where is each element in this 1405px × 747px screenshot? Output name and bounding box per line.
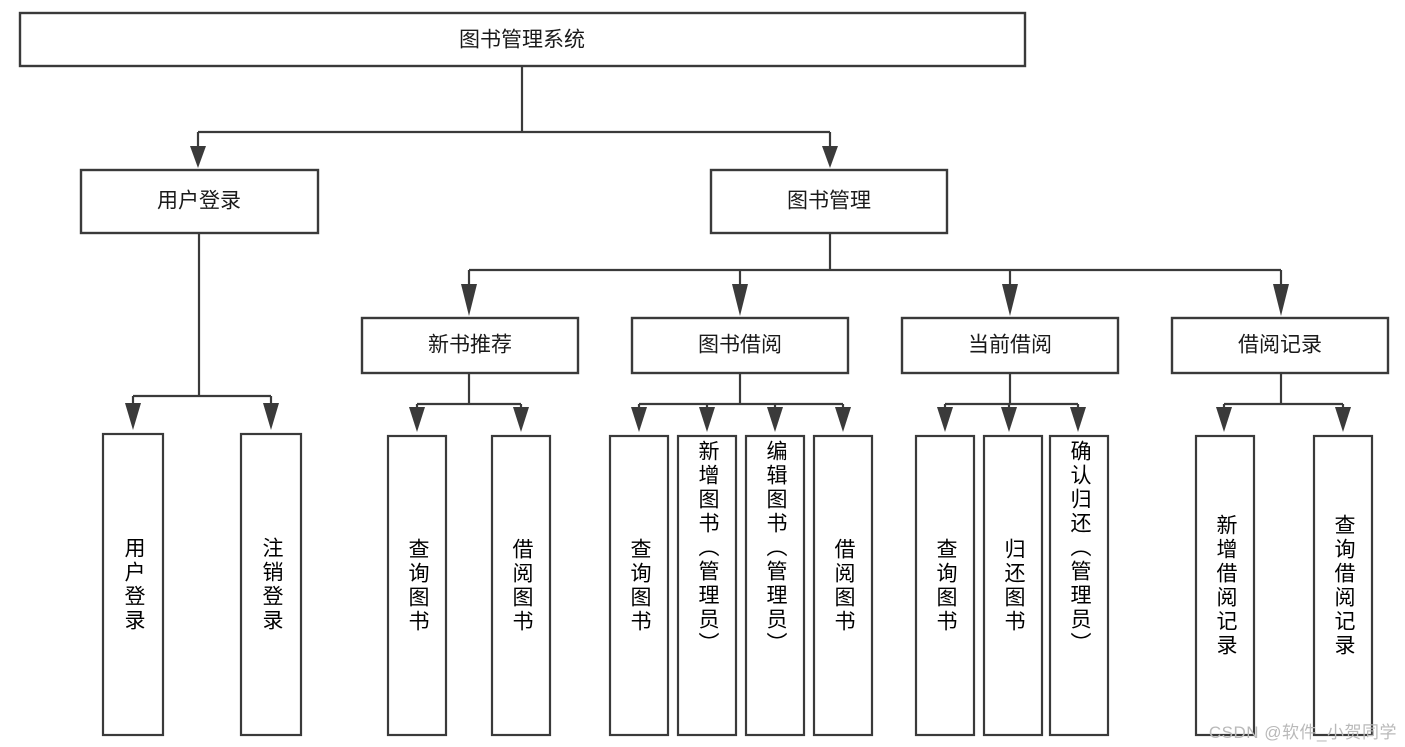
user-login-label: 用户登录 xyxy=(157,190,241,213)
leaf-query-book-2-label-wrap: 查询图书 xyxy=(628,537,651,634)
leaf-confirm-return-box[interactable] xyxy=(1048,434,1110,737)
arrow-book-manage xyxy=(822,146,838,168)
arrow-leaf-borrow-book-2 xyxy=(835,407,851,432)
node-book-manage[interactable]: 图书管理 xyxy=(709,168,949,235)
leaf-user-login-label-wrap: 用户登录 xyxy=(122,536,145,633)
leaf-query-book-1-label: 查询图书 xyxy=(406,537,429,634)
connector-layer xyxy=(125,66,1351,432)
leaf-query-record-box[interactable] xyxy=(1312,434,1374,737)
leaf-add-book-box[interactable] xyxy=(676,434,738,737)
book-borrow-label: 图书借阅 xyxy=(698,334,782,357)
leaf-user-logout-label: 注销登录 xyxy=(260,536,283,633)
leaf-add-record-label-wrap: 新增借阅记录 xyxy=(1214,513,1237,658)
leaf-borrow-book-1-label-wrap: 借阅图书 xyxy=(510,537,533,634)
book-manage-box[interactable] xyxy=(709,168,949,235)
arrow-new-book xyxy=(461,284,477,316)
arrow-leaf-edit-book xyxy=(767,407,783,432)
leaf-query-book-3-label: 查询图书 xyxy=(934,537,957,634)
arrow-borrow-record xyxy=(1273,284,1289,316)
leaf-query-book-1-label-wrap: 查询图书 xyxy=(406,537,429,634)
node-leaf-edit-book[interactable]: 编辑图书（管理员） xyxy=(744,434,806,737)
root-label: 图书管理系统 xyxy=(459,29,585,52)
arrow-leaf-query-book-2 xyxy=(631,407,647,432)
leaf-add-book-label: 新增图书（管理员） xyxy=(696,440,719,656)
node-leaf-borrow-book-2[interactable]: 借阅图书 xyxy=(812,434,874,737)
borrow-record-box[interactable] xyxy=(1170,316,1390,375)
arrow-user-login xyxy=(190,146,206,168)
book-borrow-box[interactable] xyxy=(630,316,850,375)
arrow-leaf-return-book xyxy=(1001,407,1017,432)
node-leaf-user-login[interactable]: 用户登录 xyxy=(101,432,165,737)
leaf-return-book-box[interactable] xyxy=(982,434,1044,737)
leaf-borrow-book-2-label-wrap: 借阅图书 xyxy=(832,537,855,634)
leaf-query-record-label-wrap: 查询借阅记录 xyxy=(1332,513,1355,658)
leaf-query-book-3-label-wrap: 查询图书 xyxy=(934,537,957,634)
leaf-borrow-book-2-box[interactable] xyxy=(812,434,874,737)
arrow-leaf-user-logout xyxy=(263,403,279,430)
node-root[interactable]: 图书管理系统 xyxy=(18,11,1027,68)
arrow-leaf-add-book xyxy=(699,407,715,432)
node-borrow-record[interactable]: 借阅记录 xyxy=(1170,316,1390,375)
node-leaf-query-record[interactable]: 查询借阅记录 xyxy=(1312,434,1374,737)
leaf-borrow-book-1-label: 借阅图书 xyxy=(510,537,533,634)
node-leaf-borrow-book-1[interactable]: 借阅图书 xyxy=(490,434,552,737)
arrow-leaf-query-book-3 xyxy=(937,407,953,432)
root-box[interactable] xyxy=(18,11,1027,68)
leaf-query-book-2-box[interactable] xyxy=(608,434,670,737)
node-leaf-add-book[interactable]: 新增图书（管理员） xyxy=(676,434,738,737)
node-leaf-add-record[interactable]: 新增借阅记录 xyxy=(1194,434,1256,737)
book-manage-label: 图书管理 xyxy=(787,190,871,213)
leaf-query-book-1-box[interactable] xyxy=(386,434,448,737)
arrow-book-borrow xyxy=(732,284,748,316)
leaf-confirm-return-label: 确认归还（管理员） xyxy=(1068,440,1091,656)
node-leaf-user-logout[interactable]: 注销登录 xyxy=(239,432,303,737)
leaf-confirm-return-label-wrap: 确认归还（管理员） xyxy=(1068,440,1091,656)
leaf-return-book-label-wrap: 归还图书 xyxy=(1002,537,1025,634)
arrow-leaf-add-record xyxy=(1216,407,1232,432)
node-book-borrow[interactable]: 图书借阅 xyxy=(630,316,850,375)
leaf-user-login-label: 用户登录 xyxy=(122,536,145,633)
new-book-rec-label: 新书推荐 xyxy=(428,334,512,357)
leaf-edit-book-label: 编辑图书（管理员） xyxy=(764,440,787,656)
node-user-login[interactable]: 用户登录 xyxy=(79,168,320,235)
arrow-leaf-query-record xyxy=(1335,407,1351,432)
leaf-edit-book-label-wrap: 编辑图书（管理员） xyxy=(764,440,787,656)
current-borrow-box[interactable] xyxy=(900,316,1120,375)
leaf-return-book-label: 归还图书 xyxy=(1002,537,1025,634)
node-leaf-query-book-1[interactable]: 查询图书 xyxy=(386,434,448,737)
node-leaf-confirm-return[interactable]: 确认归还（管理员） xyxy=(1048,434,1110,737)
leaf-query-book-2-label: 查询图书 xyxy=(628,537,651,634)
borrow-record-label: 借阅记录 xyxy=(1238,334,1322,357)
leaf-add-record-label: 新增借阅记录 xyxy=(1214,513,1237,658)
node-leaf-query-book-2[interactable]: 查询图书 xyxy=(608,434,670,737)
arrow-current-borrow xyxy=(1002,284,1018,316)
node-current-borrow[interactable]: 当前借阅 xyxy=(900,316,1120,375)
arrow-leaf-confirm-return xyxy=(1070,407,1086,432)
leaf-user-logout-label-wrap: 注销登录 xyxy=(260,536,283,633)
node-new-book-rec[interactable]: 新书推荐 xyxy=(360,316,580,375)
current-borrow-label: 当前借阅 xyxy=(968,334,1052,357)
leaf-edit-book-box[interactable] xyxy=(744,434,806,737)
node-leaf-return-book[interactable]: 归还图书 xyxy=(982,434,1044,737)
leaf-query-book-3-box[interactable] xyxy=(914,434,976,737)
leaf-user-login-box[interactable] xyxy=(101,432,165,737)
new-book-rec-box[interactable] xyxy=(360,316,580,375)
user-login-box[interactable] xyxy=(79,168,320,235)
leaf-borrow-book-1-box[interactable] xyxy=(490,434,552,737)
arrow-leaf-borrow-book-1 xyxy=(513,407,529,432)
leaf-add-book-label-wrap: 新增图书（管理员） xyxy=(696,440,719,656)
leaf-add-record-box[interactable] xyxy=(1194,434,1256,737)
arrow-leaf-user-login xyxy=(125,403,141,430)
leaf-query-record-label: 查询借阅记录 xyxy=(1332,513,1355,658)
arrow-leaf-query-book-1 xyxy=(409,407,425,432)
leaf-borrow-book-2-label: 借阅图书 xyxy=(832,537,855,634)
node-leaf-query-book-3[interactable]: 查询图书 xyxy=(914,434,976,737)
leaf-user-logout-box[interactable] xyxy=(239,432,303,737)
